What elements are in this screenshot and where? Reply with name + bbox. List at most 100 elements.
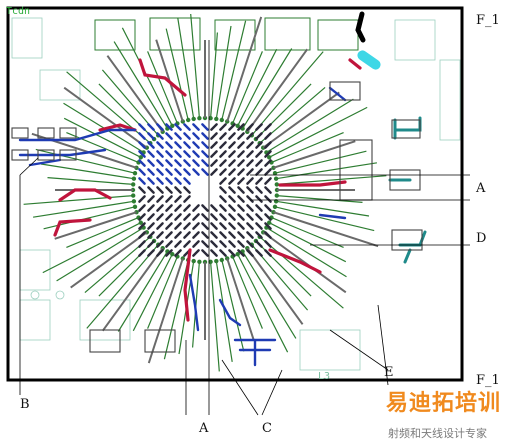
bga-ball <box>237 240 245 248</box>
fanout-trace <box>255 83 312 140</box>
bga-ball <box>264 213 272 221</box>
bga-ball <box>264 195 272 203</box>
bga-ball <box>228 240 236 248</box>
bga-ball <box>192 132 200 140</box>
bga-ball <box>228 150 236 158</box>
bga-ball <box>165 159 173 167</box>
fanout-trace <box>42 222 142 274</box>
bga-ball <box>165 141 173 149</box>
bga-ball <box>183 150 191 158</box>
bga-ball <box>228 177 236 185</box>
bga-ball <box>246 177 254 185</box>
mid-text: L3 <box>318 371 331 382</box>
bga-ball <box>264 222 272 230</box>
bga-ball <box>156 231 164 239</box>
bga-ball <box>192 141 200 149</box>
bga-ball <box>147 141 155 149</box>
via <box>267 220 272 225</box>
fanout-trace <box>23 195 134 205</box>
bga-ball <box>192 168 200 176</box>
bga-ball <box>138 150 146 158</box>
bga-ball <box>165 150 173 158</box>
via <box>132 170 138 176</box>
bga-ball <box>183 195 191 203</box>
fanout-trace <box>31 132 137 169</box>
via <box>219 257 224 263</box>
bga-ball <box>219 150 227 158</box>
bga-ball <box>237 222 245 230</box>
bga-ball <box>201 141 209 149</box>
bga-ball <box>156 141 164 149</box>
corner-tag: Tcdn <box>6 6 31 17</box>
fanout-trace <box>86 244 159 329</box>
via <box>267 155 272 160</box>
bga-ball <box>165 168 173 176</box>
bga-ball <box>264 132 272 140</box>
bga-ball <box>255 177 263 185</box>
bga-ball <box>192 123 200 131</box>
bga-ball <box>138 132 146 140</box>
fanout-trace <box>155 39 184 122</box>
via <box>170 251 175 257</box>
bga-ball <box>138 168 146 176</box>
fanout-trace <box>147 51 178 124</box>
bga-ball <box>246 222 254 230</box>
fanout-trace <box>237 253 289 353</box>
bga-ball <box>138 159 146 167</box>
fanout-trace <box>271 217 344 248</box>
silkscreen-outlines <box>11 17 461 371</box>
bga-ball <box>174 249 182 257</box>
bga-ball <box>138 249 146 257</box>
bga-ball <box>165 195 173 203</box>
bga-ball <box>183 177 191 185</box>
bga-ball <box>255 123 263 131</box>
bga-ball <box>210 132 218 140</box>
bga-ball <box>264 177 272 185</box>
bga-ball <box>156 213 164 221</box>
bga-ball <box>147 195 155 203</box>
bga-ball <box>165 204 173 212</box>
via <box>214 116 219 122</box>
via <box>272 170 278 176</box>
bga-ball <box>237 150 245 158</box>
via <box>170 123 175 129</box>
bga-ball <box>201 204 209 212</box>
bga-ball <box>237 195 245 203</box>
fanout-trace <box>268 222 347 263</box>
bga-ball <box>183 132 191 140</box>
bga-ball <box>237 231 245 239</box>
bga-ball <box>174 240 182 248</box>
bga-ball <box>156 249 164 257</box>
fanout-trace <box>117 251 168 332</box>
bga-ball <box>255 249 263 257</box>
bga-ball <box>264 249 272 257</box>
bga-ball <box>255 186 263 194</box>
fanout-trace <box>221 20 247 121</box>
fanout-trace <box>255 240 312 297</box>
fanout-trace <box>266 227 347 278</box>
bga-ball <box>210 204 218 212</box>
bga-ball <box>183 186 191 194</box>
bga-ball <box>174 150 182 158</box>
bga-ball <box>264 231 272 239</box>
fanout-trace <box>98 240 155 297</box>
bga-ball <box>165 213 173 221</box>
bga-ball <box>246 132 254 140</box>
bga-ball <box>174 195 182 203</box>
bga-ball <box>147 177 155 185</box>
via <box>132 204 138 209</box>
bga-ball <box>246 249 254 257</box>
bga-ball <box>192 204 200 212</box>
bga-ball <box>147 204 155 212</box>
bga-ball <box>219 195 227 203</box>
component-pads <box>11 81 423 353</box>
fanout-trace <box>242 251 297 339</box>
fanout-trace <box>210 261 220 372</box>
via <box>185 117 191 123</box>
bga-ball <box>183 231 191 239</box>
bga-ball <box>165 240 173 248</box>
bga-ball <box>228 159 236 167</box>
bga-ball <box>219 204 227 212</box>
callout-b: B <box>20 397 30 412</box>
